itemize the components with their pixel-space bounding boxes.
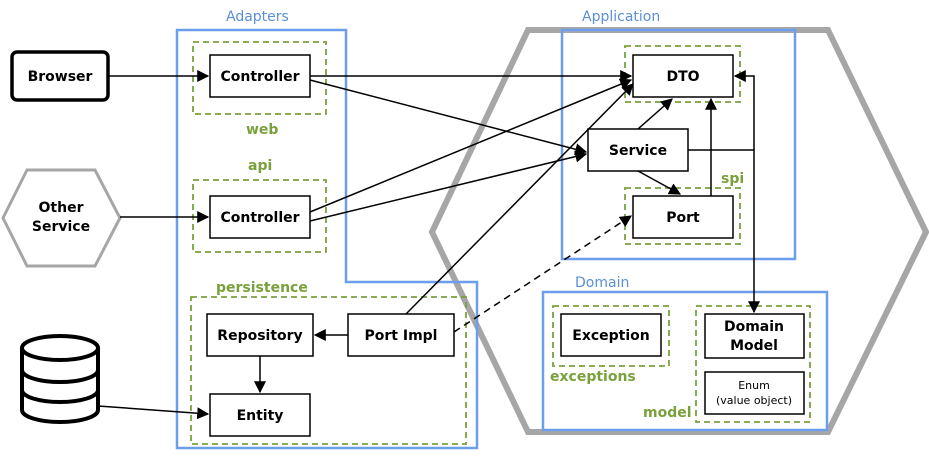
domain-model-label-line2: Model: [730, 338, 778, 354]
enum-label-line1: Enum: [738, 379, 770, 392]
database-icon: [20, 334, 100, 424]
port-label: Port: [666, 210, 700, 226]
application-boundary: [560, 28, 797, 261]
application-hexagon: [428, 27, 929, 435]
persistence-package: [190, 296, 467, 445]
edge-web-controller-service: [309, 79, 588, 156]
port-node: [632, 195, 734, 239]
exceptions-package-label: exceptions: [550, 369, 636, 385]
api-controller-node: [209, 195, 311, 239]
api-controller-label: Controller: [220, 210, 299, 226]
web-controller-node: [209, 54, 311, 98]
spi-package-label: spi: [721, 171, 744, 187]
browser-label: Browser: [28, 69, 93, 85]
service-label: Service: [609, 143, 667, 159]
application-label: Application: [582, 9, 660, 25]
repository-node: [206, 313, 314, 357]
model-package-label: model: [643, 405, 692, 421]
web-controller-label: Controller: [220, 69, 299, 85]
exception-node: [560, 313, 662, 357]
service-node: [587, 128, 689, 172]
dto-label: DTO: [666, 69, 699, 85]
exceptions-package: [552, 305, 670, 367]
edge-api-controller-dto: [309, 78, 633, 213]
model-package: [695, 305, 811, 423]
port-impl-node: [347, 313, 455, 357]
domain-model-label-line1: Domain: [724, 319, 784, 335]
adapters-boundary: [175, 28, 479, 450]
exception-label: Exception: [572, 328, 650, 344]
edge-service-port: [637, 170, 682, 195]
edge-api-controller-service: [309, 150, 588, 222]
domain-boundary: [541, 290, 829, 432]
enum-label-line2: (value object): [716, 394, 792, 407]
edge-service-dto: [637, 98, 673, 130]
api-package: [192, 179, 327, 253]
other-service-node: [1, 168, 122, 268]
repository-label: Repository: [217, 328, 302, 344]
entity-node: [209, 393, 311, 437]
domain-label: Domain: [575, 275, 629, 291]
web-package: [192, 41, 327, 115]
edge-domain-model-dto: [733, 70, 755, 150]
entity-label: Entity: [237, 408, 284, 424]
edge-port-impl-dto: [405, 83, 634, 315]
port-impl-label: Port Impl: [365, 328, 438, 344]
other-service-label-line2: Service: [32, 219, 90, 235]
other-service-label-line1: Other: [39, 200, 84, 216]
edge-database-entity: [97, 405, 210, 420]
dto-node: [632, 54, 734, 98]
persistence-package-label: persistence: [216, 280, 308, 296]
adapters-label: Adapters: [226, 9, 289, 25]
api-package-label: api: [248, 158, 272, 174]
domain-model-node: [704, 313, 805, 359]
enum-node: [704, 371, 805, 415]
web-package-label: web: [246, 122, 278, 138]
